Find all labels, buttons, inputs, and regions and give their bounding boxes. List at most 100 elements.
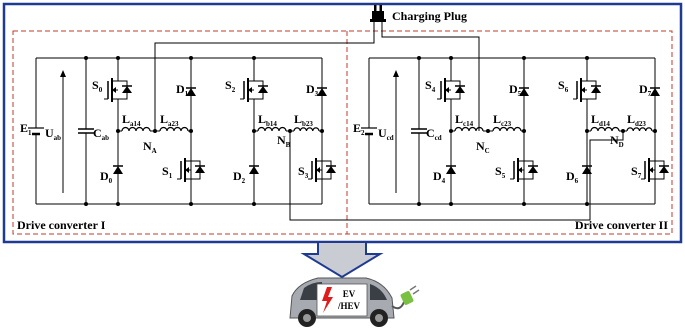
component-label: D1 xyxy=(176,82,189,98)
diode-symbol xyxy=(249,165,259,174)
inductor-symbol xyxy=(293,127,320,132)
junction-dot xyxy=(585,56,589,60)
switch-symbol xyxy=(308,150,336,190)
component-label: S0 xyxy=(92,78,103,94)
voltage-arrow xyxy=(60,70,66,193)
switch-symbol xyxy=(437,70,465,110)
switch-symbol xyxy=(641,150,669,190)
component-label: D6 xyxy=(566,169,579,185)
voltage-arrow xyxy=(393,70,399,193)
junction-dot xyxy=(585,129,589,133)
inductor-symbol xyxy=(257,126,287,132)
charging-plug-label: Charging Plug xyxy=(392,9,467,23)
switch-symbol xyxy=(240,70,268,110)
component-label: La14 xyxy=(122,112,141,128)
junction-dot xyxy=(116,56,120,60)
junction-dot xyxy=(320,129,324,133)
junction-dot xyxy=(417,202,421,206)
diode-symbol xyxy=(446,165,456,174)
battery-symbol xyxy=(28,127,44,136)
junction-dot xyxy=(449,202,453,206)
junction-dot xyxy=(585,202,589,206)
component-label: Lc14 xyxy=(455,112,474,128)
diode-symbol xyxy=(186,87,196,96)
outer-frame xyxy=(2,2,683,244)
component-label: Lb23 xyxy=(294,112,313,128)
circuit-wiring xyxy=(35,22,657,221)
plug-cable-icon xyxy=(391,285,420,310)
junction-dot xyxy=(116,129,120,133)
vehicle-label-line2: /HEV xyxy=(337,301,361,311)
junction-dot xyxy=(84,56,88,60)
vehicle-label-line1: EV xyxy=(343,289,356,299)
junction-dot xyxy=(449,56,453,60)
component-label: D0 xyxy=(100,169,113,185)
component-label: Ucd xyxy=(378,126,394,142)
component-label: ND xyxy=(610,133,624,149)
component-label: D7 xyxy=(639,82,652,98)
component-label: Uab xyxy=(45,126,61,142)
inductor-symbol xyxy=(626,127,653,132)
switch-symbol xyxy=(573,70,601,110)
component-label: S7 xyxy=(631,164,642,180)
down-arrow xyxy=(300,241,384,279)
component-label: Ccd xyxy=(426,126,442,142)
diode-symbol xyxy=(519,87,529,96)
junction-dot xyxy=(189,202,193,206)
junction-dot xyxy=(252,56,256,60)
component-label: S3 xyxy=(298,164,309,180)
component-label: E1 xyxy=(20,121,32,137)
component-label: NC xyxy=(476,139,490,155)
circuit-components xyxy=(28,70,669,193)
capacitor-symbol xyxy=(411,128,427,134)
component-label: Lb14 xyxy=(258,112,277,128)
component-label: NA xyxy=(143,139,157,155)
component-label: S5 xyxy=(495,164,506,180)
component-label: NB xyxy=(277,133,291,149)
component-label: S2 xyxy=(225,78,236,94)
switch-symbol xyxy=(177,150,205,190)
inductor-symbol xyxy=(159,126,189,132)
junction-dot xyxy=(189,129,193,133)
switch-symbol xyxy=(104,70,132,110)
junction-dot xyxy=(252,129,256,133)
component-label: Ld23 xyxy=(627,112,646,128)
switch-symbol xyxy=(510,150,538,190)
section-label-converter-2: Drive converter II xyxy=(575,218,668,232)
capacitor-symbol xyxy=(78,128,94,134)
diode-symbol xyxy=(317,87,327,96)
component-label: E2 xyxy=(353,121,365,137)
component-label: D5 xyxy=(509,82,522,98)
junction-dot xyxy=(522,129,526,133)
component-label: S1 xyxy=(162,164,173,180)
junction-dot xyxy=(449,129,453,133)
junction-dot xyxy=(84,202,88,206)
diode-symbol xyxy=(650,87,660,96)
junction-dot xyxy=(522,202,526,206)
inductor-symbol xyxy=(454,126,484,132)
component-label: La23 xyxy=(160,112,179,128)
battery-symbol xyxy=(361,127,377,136)
component-label: S4 xyxy=(425,78,436,94)
charging-plug-icon xyxy=(370,5,386,22)
junction-dot xyxy=(116,202,120,206)
component-label: Lc23 xyxy=(493,112,512,128)
component-label: D3 xyxy=(306,82,319,98)
junction-dot xyxy=(189,56,193,60)
electric-car-icon xyxy=(289,277,395,327)
diode-symbol xyxy=(113,165,123,174)
component-label: D4 xyxy=(433,169,446,185)
component-label: D2 xyxy=(233,169,246,185)
junction-dot xyxy=(653,129,657,133)
junction-dot xyxy=(522,56,526,60)
component-label: S6 xyxy=(558,78,569,94)
component-label: Cab xyxy=(93,126,109,142)
diode-symbol xyxy=(582,165,592,174)
component-label: Ld14 xyxy=(591,112,610,128)
section-label-converter-1: Drive converter I xyxy=(17,218,106,232)
junction-dot xyxy=(417,56,421,60)
inductor-symbol xyxy=(121,126,151,132)
dashed-section-box xyxy=(12,30,673,235)
